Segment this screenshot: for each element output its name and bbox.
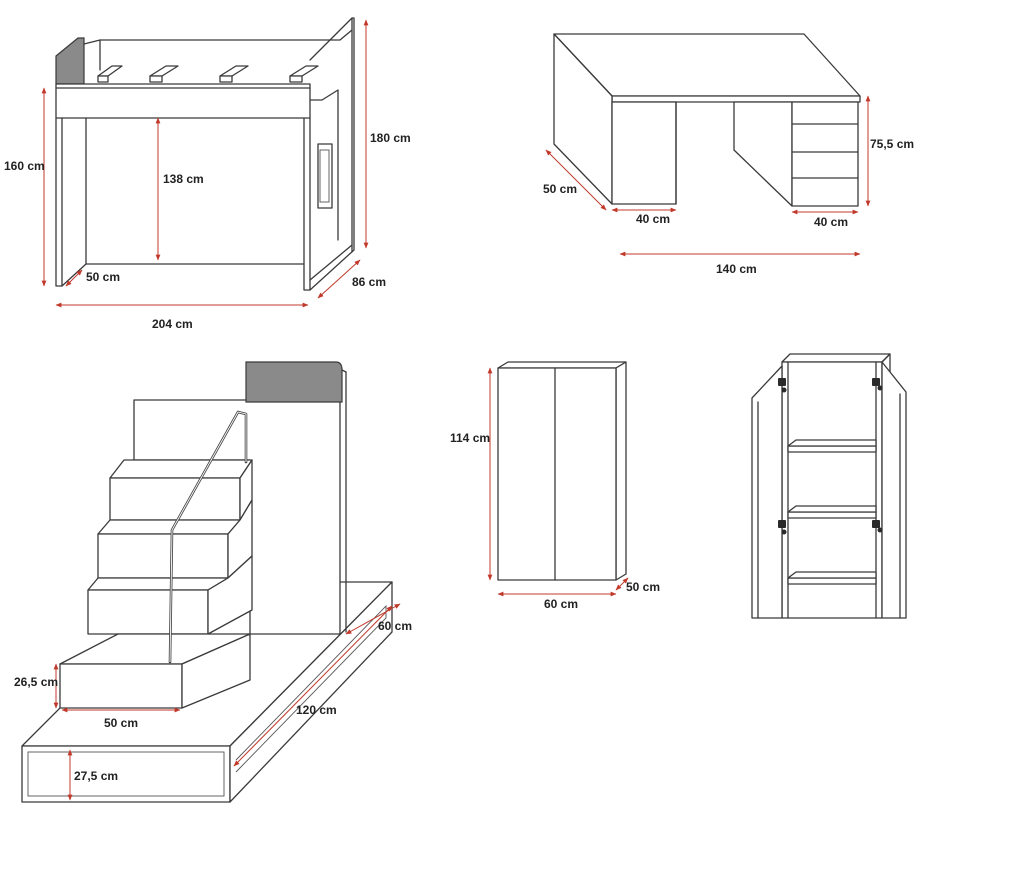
stairs-step-height-label: 26,5 cm [14, 675, 58, 689]
wardrobe-front [497, 367, 617, 581]
desk-drawing [553, 33, 861, 207]
stairs-drawing [21, 361, 393, 803]
wardrobe-left-door [751, 365, 783, 619]
loft-bed-total-height-label: 180 cm [370, 131, 411, 145]
wardrobe-closed-drawing [497, 361, 627, 581]
wardrobe-depth-label: 50 cm [626, 580, 660, 594]
loft-bed-dimensions: 160 cm 138 cm 180 cm 50 cm 86 cm 204 cm [4, 19, 411, 331]
desk-depth-label: 50 cm [543, 182, 577, 196]
loft-bed-width-label: 204 cm [152, 317, 193, 331]
desk-width-label: 140 cm [716, 262, 757, 276]
stairs-dimensions: 26,5 cm 50 cm 27,5 cm 120 cm 60 cm [14, 603, 412, 801]
loft-bed-drawing [55, 17, 355, 291]
stairs-base-depth-label: 60 cm [378, 619, 412, 633]
wardrobe-width-label: 60 cm [544, 597, 578, 611]
stairs-base-front [21, 745, 231, 803]
loft-bed-height-label: 160 cm [4, 159, 45, 173]
stairs-steps [59, 459, 253, 709]
loft-bed-side-depth-label: 86 cm [352, 275, 386, 289]
stairs-step-width-label: 50 cm [104, 716, 138, 730]
wardrobe-hinges [778, 378, 883, 535]
loft-bed-slats [97, 65, 319, 83]
wardrobe-open-drawing [751, 353, 907, 619]
wardrobe-dimensions: 114 cm 60 cm 50 cm [450, 367, 660, 611]
wardrobe-right-door [881, 361, 907, 619]
stairs-base-height-label: 27,5 cm [74, 769, 118, 783]
stairs-headboard [245, 361, 343, 403]
desk-height-label: 75,5 cm [870, 137, 914, 151]
loft-bed-inner-height-label: 138 cm [163, 172, 204, 186]
desk-leg-width-label: 40 cm [636, 212, 670, 226]
wardrobe-shelves [787, 439, 877, 585]
desk-dimensions: 50 cm 40 cm 40 cm 75,5 cm 140 cm [543, 95, 914, 276]
desk-drawer-unit [791, 101, 859, 207]
loft-bed-headboard [55, 37, 85, 85]
loft-bed-front-depth-label: 50 cm [86, 270, 120, 284]
desk-drawer-width-label: 40 cm [814, 215, 848, 229]
wardrobe-height-label: 114 cm [450, 431, 490, 445]
stairs-base-length-label: 120 cm [296, 703, 337, 717]
